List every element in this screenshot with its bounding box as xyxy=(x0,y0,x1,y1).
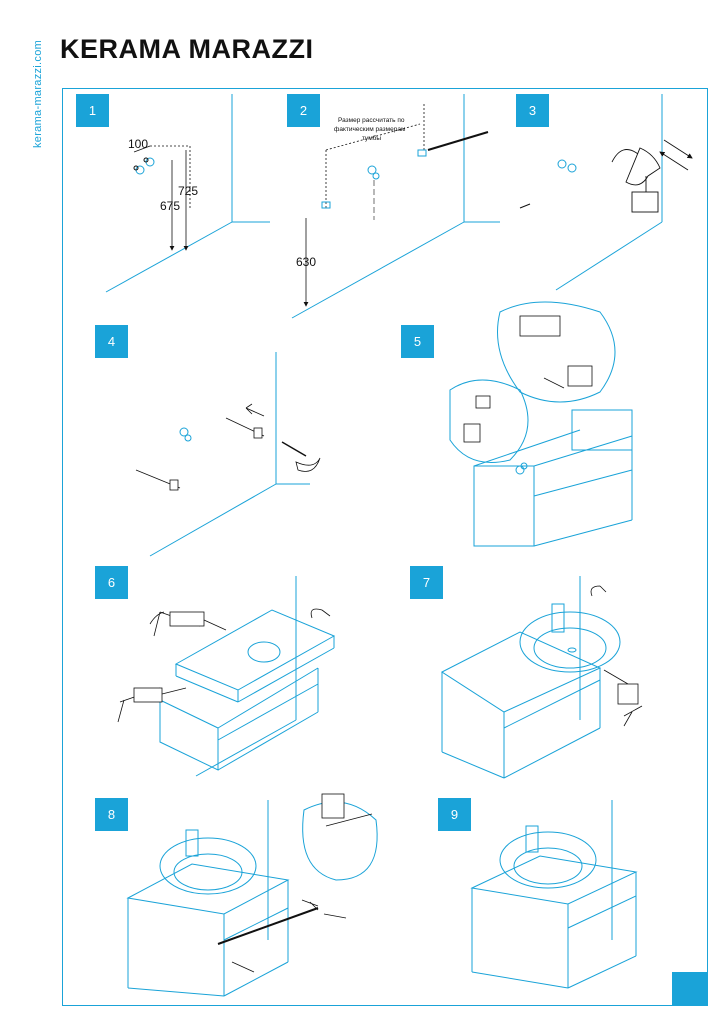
step7-illustration xyxy=(441,576,643,779)
page-corner-block xyxy=(672,972,708,1006)
step2-dim-630: 630 xyxy=(296,255,316,269)
step-badge-6: 6 xyxy=(95,566,128,599)
step-badge-9: 9 xyxy=(438,798,471,831)
step8-illustration xyxy=(126,793,378,997)
instructions-frame xyxy=(62,88,708,1006)
step2-note-line1: Размер рассчитать по xyxy=(338,117,405,124)
step1-dim-100: 100 xyxy=(128,137,148,151)
step9-illustration xyxy=(470,800,638,989)
step2-note-line2: фактическим размерам xyxy=(334,126,406,133)
step4-illustration xyxy=(135,352,321,557)
step1-illustration xyxy=(105,94,270,293)
step1-dim-725: 725 xyxy=(178,184,198,198)
step-badge-3: 3 xyxy=(516,94,549,127)
step2-note-line3: тумбы xyxy=(362,134,381,142)
step-badge-4: 4 xyxy=(95,325,128,358)
step-badge-5: 5 xyxy=(401,325,434,358)
step1-dim-675: 675 xyxy=(160,199,180,213)
step6-illustration xyxy=(117,576,336,777)
step-badge-7: 7 xyxy=(410,566,443,599)
step5-illustration xyxy=(449,301,633,547)
step-badge-2: 2 xyxy=(287,94,320,127)
brand-title: KERAMA MARAZZI xyxy=(60,34,314,64)
step3-illustration xyxy=(519,94,693,291)
step2-illustration xyxy=(291,94,500,319)
step-badge-1: 1 xyxy=(76,94,109,127)
step-badge-8: 8 xyxy=(95,798,128,831)
